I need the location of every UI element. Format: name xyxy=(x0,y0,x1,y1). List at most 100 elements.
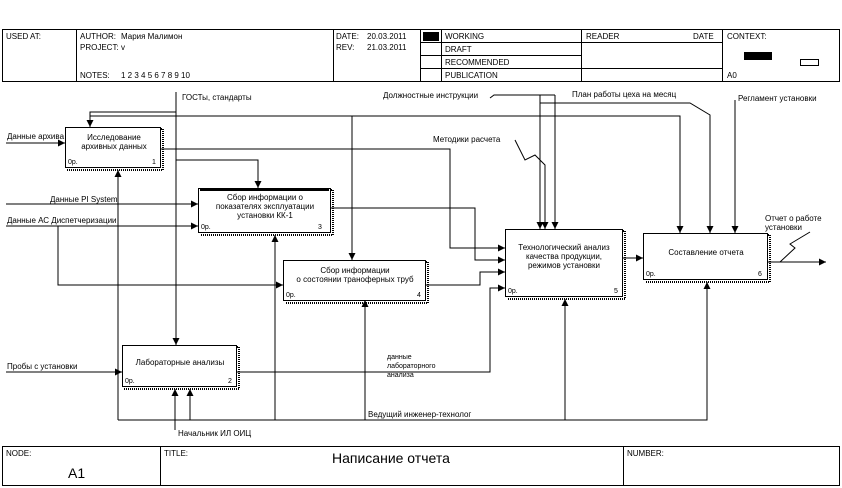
diagram-title: Написание отчета xyxy=(332,450,450,466)
arrow-output-squiggle xyxy=(779,231,811,263)
arrow-label-line: анализа xyxy=(387,372,414,379)
notes-value: 1 2 3 4 5 6 7 8 9 10 xyxy=(121,71,190,80)
box-3-label-line: показателях эксплуатации xyxy=(215,202,315,211)
arrow-dolzh-squiggle xyxy=(489,94,555,99)
box-4-label: Сбор информации о состоянии траноферных … xyxy=(284,266,426,284)
box-1-label: Исследование архивных данных xyxy=(70,133,158,151)
box-4[interactable] xyxy=(283,260,426,301)
box-1-label-line: архивных данных xyxy=(81,142,147,151)
footer-frame xyxy=(2,446,840,486)
box-1-number: 1 xyxy=(152,159,156,166)
box-6[interactable] xyxy=(643,233,768,280)
arrow-label-dannye-lab: данные лабораторного анализа xyxy=(387,353,435,380)
arrow-label-plan: План работы цеха на месяц xyxy=(572,90,677,99)
arrow-to-6 xyxy=(352,115,684,233)
box-2-number: 2 xyxy=(228,378,232,385)
box-3-label-line: установки КК-1 xyxy=(237,211,293,220)
arrow-label-nachalnik: Начальник ИЛ ОИЦ xyxy=(178,429,252,438)
arrow-label-dolzh: Должностные инструкции xyxy=(383,91,479,100)
status-working: WORKING xyxy=(445,32,485,41)
author-label: AUTHOR: xyxy=(80,32,116,41)
box-6-cost: 0р. xyxy=(646,271,656,278)
arrow-metodiki xyxy=(514,139,549,229)
rev-label: REV: xyxy=(336,43,355,52)
arrow-1-to-5 xyxy=(160,148,505,252)
arrow-label-vedushiy: Ведущий инженер-технолог xyxy=(368,410,472,419)
arrow-mech-to-6 xyxy=(565,282,711,421)
box-3-cost: 0р. xyxy=(201,224,211,231)
arrow-label-line: данные xyxy=(387,354,412,361)
box-1[interactable] xyxy=(65,127,161,168)
number-label: NUMBER: xyxy=(627,449,664,458)
arrow-label-proby: Пробы с установки xyxy=(7,362,78,371)
arrow-as-to-4 xyxy=(57,226,283,289)
date-value: 20.03.2011 xyxy=(367,32,407,41)
arrow-label-dannye-as: Данные АС Диспетчеризации xyxy=(7,216,117,225)
arrow-label-reglament: Регламент установки xyxy=(738,94,817,103)
box-5-label-line: режимов установки xyxy=(527,261,601,270)
reader-date-label: DATE xyxy=(693,32,714,41)
arrow-gosty-to-1 xyxy=(86,111,176,127)
arrow-plan-to-6 xyxy=(540,102,714,233)
box-4-label-line: о состоянии траноферных труб xyxy=(296,275,414,284)
box-2-label: Лабораторные анализы xyxy=(124,358,236,367)
arrow-label-dannye-pi: Данные PI System xyxy=(50,195,118,204)
box-5-label-line: качества продукции, xyxy=(525,252,603,261)
box-3-label-line: Сбор информации о xyxy=(227,193,303,202)
arrow-label-gosty: ГОСТы, стандарты xyxy=(182,93,252,102)
box-5-label: Технологический анализ качества продукци… xyxy=(506,243,622,270)
box-3-label: Сбор информации о показателях эксплуатац… xyxy=(200,193,330,220)
box-5-label-line: Технологический анализ xyxy=(518,243,610,252)
used-at-label: USED AT: xyxy=(6,32,41,41)
arrow-label-line: установки xyxy=(765,223,803,232)
node-label: NODE: xyxy=(6,449,32,458)
box-3-shadow xyxy=(200,189,334,236)
arrow-label-line: Отчет о работе xyxy=(765,214,822,223)
box-1-cost: 0р. xyxy=(68,159,78,166)
working-marker xyxy=(423,32,439,41)
arrow-label-line: лабораторного xyxy=(387,363,436,370)
box-2-cost: 0р. xyxy=(125,378,135,385)
context-node xyxy=(800,59,819,66)
box-1-label-line: Исследование xyxy=(87,133,141,142)
context-node-label: A0 xyxy=(727,71,737,80)
title-label: TITLE: xyxy=(164,449,189,458)
box-5-number: 5 xyxy=(614,288,618,295)
project-value: v xyxy=(121,43,125,52)
rev-value: 21.03.2011 xyxy=(367,43,407,52)
status-publication: PUBLICATION xyxy=(445,71,498,80)
box-6-shadow xyxy=(645,234,771,283)
project-label: PROJECT: xyxy=(80,43,119,52)
arrow-3-to-5 xyxy=(330,207,505,264)
author-value: Мария Малимон xyxy=(121,32,183,41)
context-current-node xyxy=(744,52,772,60)
arrow-2-to-5 xyxy=(236,284,505,373)
box-5-cost: 0р. xyxy=(508,288,518,295)
box-2-label-line: Лабораторные анализы xyxy=(135,358,225,367)
box-2[interactable] xyxy=(122,345,237,387)
box-3[interactable] xyxy=(198,188,331,233)
box-4-shadow xyxy=(285,261,429,304)
status-draft: DRAFT xyxy=(445,45,472,54)
context-label: CONTEXT: xyxy=(727,32,767,41)
box-2-shadow xyxy=(124,346,240,390)
box-6-number: 6 xyxy=(758,271,762,278)
box-5[interactable] xyxy=(505,229,623,297)
node-value: A1 xyxy=(68,465,86,481)
box-4-label-line: Сбор информации xyxy=(320,266,390,275)
arrow-label-dannye-arhiva: Данные архива xyxy=(7,132,65,141)
reader-label: READER xyxy=(586,32,620,41)
arrow-4-to-5 xyxy=(425,268,505,286)
box-6-label: Составление отчета xyxy=(644,248,768,257)
box-4-number: 4 xyxy=(417,292,421,299)
date-label: DATE: xyxy=(336,32,359,41)
arrow-gosty-to-3 xyxy=(176,159,262,188)
arrow-label-otchet: Отчет о работе установки xyxy=(765,214,822,232)
arrow-label-metodiki: Методики расчета xyxy=(433,135,501,144)
box-3-number: 3 xyxy=(318,224,322,231)
box-6-label-line: Составление отчета xyxy=(668,248,744,257)
status-recommended: RECOMMENDED xyxy=(445,58,510,67)
notes-label: NOTES: xyxy=(80,71,110,80)
box-4-cost: 0р. xyxy=(286,292,296,299)
